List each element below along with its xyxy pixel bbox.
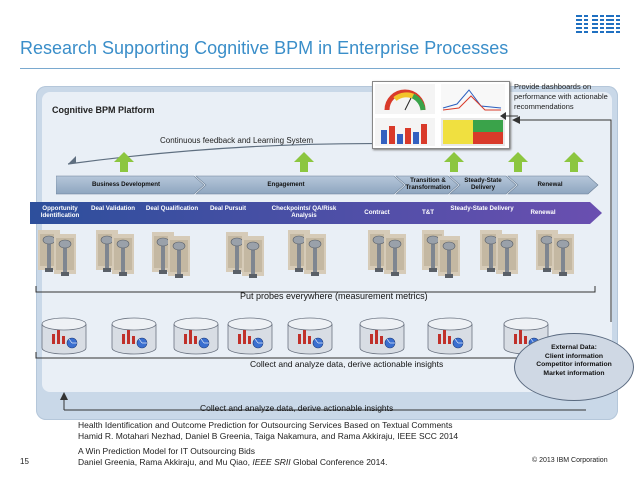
external-data-item: Client information bbox=[544, 352, 604, 360]
external-data-item: Market information bbox=[543, 369, 605, 377]
reference-2-title: A Win Prediction Model for IT Outsourcin… bbox=[78, 446, 256, 456]
step-renewal: Renewal bbox=[530, 209, 556, 216]
green-arrows bbox=[114, 152, 584, 172]
external-data-title: External Data: bbox=[551, 344, 597, 351]
step-contract: Contract bbox=[364, 209, 390, 216]
phase-transition-transformation: Transition & Transformation bbox=[405, 177, 451, 191]
reference-2-authors: Daniel Greenia, Rama Akkiraju, and Mu Qi… bbox=[78, 457, 387, 468]
step-deal-validation: Deal Validation bbox=[90, 205, 135, 212]
step-opportunity-identification: Opportunity Identification bbox=[40, 205, 80, 219]
step-deal-pursuit: Deal Pursuit bbox=[209, 205, 247, 212]
reference-1-title: Health Identification and Outcome Predic… bbox=[78, 420, 453, 430]
reference-2-venue: IEEE SRII bbox=[252, 457, 291, 467]
dashboard-thumbnail bbox=[372, 81, 510, 149]
dashboard-pointer-arrow bbox=[500, 112, 518, 120]
external-data-callout: External Data: Client information Compet… bbox=[514, 333, 634, 401]
copyright: © 2013 IBM Corporation bbox=[532, 457, 608, 464]
ibm-logo bbox=[576, 14, 620, 34]
step-checkpoints-qa-risk: Checkpoints/ QA/Risk Analysis bbox=[271, 205, 337, 219]
probes-label: Put probes everywhere (measurement metri… bbox=[240, 291, 428, 301]
phase-bar bbox=[56, 175, 599, 195]
collect-analyze-label-1: Collect and analyze data, derive actiona… bbox=[250, 359, 444, 369]
page-title: Research Supporting Cognitive BPM in Ent… bbox=[20, 38, 509, 58]
phase-renewal: Renewal bbox=[537, 181, 563, 188]
phase-steady-state-delivery: Steady-State Delivery bbox=[464, 177, 502, 191]
reference-1-authors: Hamid R. Motahari Nezhad, Daniel B Green… bbox=[78, 431, 459, 441]
reference-2-authors-text: Daniel Greenia, Rama Akkiraju, and Mu Qi… bbox=[78, 457, 253, 467]
probe-graphics bbox=[35, 229, 596, 293]
page-number: 15 bbox=[20, 457, 29, 466]
dashboard-callout: Provide dashboards on performance with a… bbox=[514, 82, 608, 111]
step-deal-qualification: Deal Qualification bbox=[145, 205, 199, 212]
step-t-and-t: T&T bbox=[421, 209, 435, 216]
collect-analyze-label-2: Collect and analyze data, derive actiona… bbox=[200, 403, 394, 413]
step-steady-state-delivery: Steady-State Delivery bbox=[450, 205, 514, 212]
reference-2-venue-suffix: Global Conference 2014. bbox=[290, 457, 388, 467]
title-divider bbox=[20, 68, 620, 69]
external-data-item: Competitor information bbox=[536, 361, 612, 368]
platform-label: Cognitive BPM Platform bbox=[52, 105, 155, 115]
feedback-label: Continuous feedback and Learning System bbox=[160, 136, 313, 145]
phase-engagement: Engagement bbox=[267, 181, 305, 188]
phase-business-development: Business Development bbox=[91, 181, 161, 188]
loop-arrows bbox=[60, 116, 612, 411]
step-bar bbox=[30, 202, 602, 224]
